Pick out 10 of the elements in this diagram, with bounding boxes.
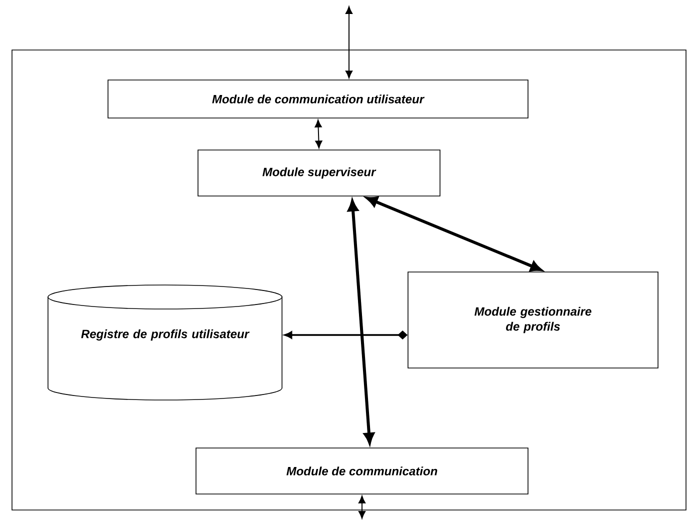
- module-box: Module superviseur: [198, 150, 440, 196]
- database-cylinder: Registre de profils utilisateur: [48, 284, 282, 400]
- module-box: Module gestionnaire de profils: [408, 272, 658, 368]
- arrow: [358, 496, 366, 519]
- arrow: [345, 6, 353, 78]
- module-box: Module de communication: [196, 448, 528, 494]
- module-box: Module de communication utilisateur: [108, 80, 528, 118]
- frame-box: [12, 50, 686, 510]
- arrow: [314, 120, 322, 148]
- node-label: Registre de profils utilisateur: [81, 329, 250, 341]
